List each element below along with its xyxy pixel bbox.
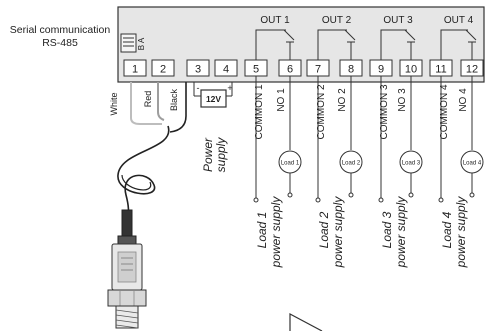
power-supply-box bbox=[200, 89, 227, 108]
power-voltage: 12V bbox=[206, 94, 221, 104]
common-label: COMMON 1 bbox=[254, 84, 265, 139]
common-label: COMMON 4 bbox=[439, 84, 450, 139]
terminal-number: 10 bbox=[405, 64, 417, 76]
no-label: NO 3 bbox=[397, 88, 408, 112]
terminal-11: 11 bbox=[429, 59, 453, 77]
terminal-number: 12 bbox=[466, 64, 478, 76]
load-label: Load 3 bbox=[402, 161, 421, 167]
terminal-2: 2 bbox=[151, 59, 175, 77]
terminal-number: 5 bbox=[253, 64, 259, 76]
no-label: NO 2 bbox=[337, 88, 348, 112]
terminal-number: 9 bbox=[378, 64, 384, 76]
wire-label-black: Black bbox=[169, 89, 179, 112]
load-supply-label-line2: power supply bbox=[394, 196, 408, 269]
load-label: Load 1 bbox=[281, 161, 300, 167]
power-plus: + bbox=[227, 83, 232, 93]
load-label: Load 2 bbox=[342, 161, 361, 167]
partial-symbol bbox=[289, 313, 323, 331]
terminal-1: 1 bbox=[123, 59, 147, 77]
power-minus: - bbox=[197, 83, 200, 93]
terminal-9: 9 bbox=[369, 59, 393, 77]
load-supply-label-line1: Load 2 bbox=[317, 211, 331, 248]
rs485-switch: B A bbox=[120, 33, 146, 53]
no-label: NO 4 bbox=[458, 88, 469, 112]
terminal-number: 7 bbox=[315, 64, 321, 76]
terminal-7: 7 bbox=[306, 59, 330, 77]
load-label: Load 4 bbox=[463, 161, 482, 167]
load-supply-label-line1: Load 3 bbox=[380, 211, 394, 248]
load-supply-label-line2: power supply bbox=[454, 196, 468, 269]
output-title: OUT 2 bbox=[322, 15, 352, 26]
terminal-10: 10 bbox=[399, 59, 423, 77]
wire-label-white: White bbox=[109, 92, 119, 115]
output-title: OUT 3 bbox=[383, 15, 413, 26]
common-label: COMMON 3 bbox=[379, 84, 390, 139]
terminal-6: 6 bbox=[278, 59, 302, 77]
power-label-line1: Power bbox=[201, 137, 215, 172]
terminal-number: 8 bbox=[348, 64, 354, 76]
no-label: NO 1 bbox=[276, 88, 287, 112]
terminal-12: 12 bbox=[460, 59, 484, 77]
output-title: OUT 4 bbox=[444, 15, 474, 26]
common-label: COMMON 2 bbox=[316, 84, 327, 139]
terminal-number: 4 bbox=[223, 64, 229, 76]
terminal-5: 5 bbox=[244, 59, 268, 77]
serial-label-line1: Serial communication bbox=[10, 24, 111, 36]
terminal-number: 1 bbox=[132, 64, 138, 76]
sensor-cable bbox=[117, 82, 187, 223]
terminal-number: 3 bbox=[195, 64, 201, 76]
wire-label-red: Red bbox=[143, 91, 153, 108]
terminal-number: 11 bbox=[435, 64, 446, 76]
pressure-sensor bbox=[107, 209, 147, 329]
rs485-switch-label: B A bbox=[137, 37, 146, 50]
terminal-8: 8 bbox=[339, 59, 363, 77]
output-title: OUT 1 bbox=[260, 15, 290, 26]
terminal-number: 2 bbox=[160, 64, 166, 76]
load-supply-label-line1: Load 4 bbox=[440, 211, 454, 248]
load-supply-label-line2: power supply bbox=[331, 196, 345, 269]
terminal-number: 6 bbox=[287, 64, 293, 76]
terminal-4: 4 bbox=[214, 59, 238, 77]
terminal-3: 3 bbox=[186, 59, 210, 77]
serial-label-line2: RS-485 bbox=[42, 37, 78, 49]
power-supply: 12V - + Power supply bbox=[193, 82, 233, 173]
load-supply-label-line1: Load 1 bbox=[255, 212, 269, 249]
load-supply-label-line2: power supply bbox=[269, 196, 283, 269]
power-label-line2: supply bbox=[214, 137, 228, 173]
